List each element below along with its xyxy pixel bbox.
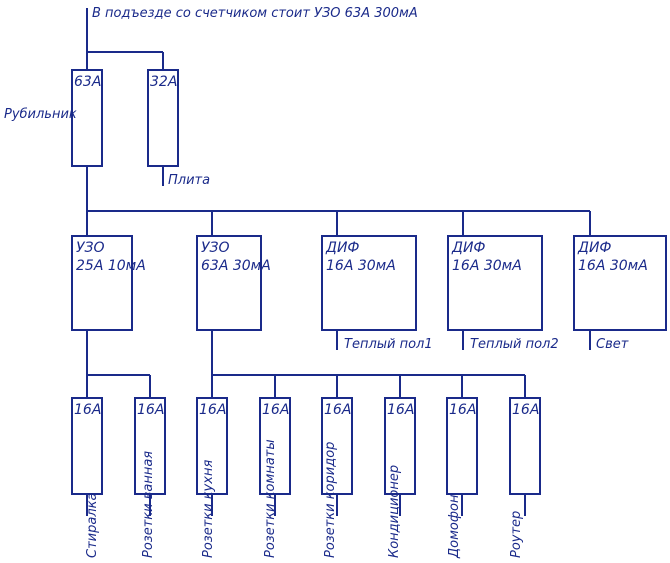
branch-breaker: 16А Стиралка <box>71 397 103 558</box>
branch-breaker-rating: 16А <box>512 402 539 418</box>
branch-breaker-rating: 16А <box>262 402 289 418</box>
rcd-2-line1: УЗО <box>201 240 230 256</box>
main-switch-side-label: Рубильник <box>4 107 77 122</box>
dif-3-line1: ДИФ <box>577 240 611 256</box>
branch-breaker: 16А Роутер <box>509 397 541 558</box>
branch-breaker: 16А Розетки кухня <box>196 397 228 558</box>
stove-load-label: Плита <box>168 173 210 188</box>
dif-3-load-label: Свет <box>596 337 629 352</box>
branch-breaker-load-label: Кондиционер <box>387 465 402 558</box>
header-note: В подъезде со счетчиком стоит УЗО 63А 30… <box>92 6 418 21</box>
branch-breaker-load-label: Розетки коридор <box>323 442 338 558</box>
stove-breaker-rating: 32А <box>150 74 177 90</box>
dif-3-box <box>573 235 667 331</box>
branch-breaker: 16А Домофон <box>446 397 478 559</box>
dif-2-load-label: Теплый пол2 <box>470 337 559 352</box>
branch-breaker-load-label: Розетки комнаты <box>263 439 278 558</box>
branch-breaker-load-label: Домофон <box>447 494 462 559</box>
dif-2-box <box>447 235 543 331</box>
dif-1-load-label: Теплый пол1 <box>344 337 433 352</box>
dif-2-line1: ДИФ <box>451 240 485 256</box>
rcd-2-line2: 63А 30мА <box>201 258 271 274</box>
branch-breaker: 16А Розетки коридор <box>321 397 353 558</box>
branch-breaker-load-label: Розетки кухня <box>201 460 216 558</box>
dif-1-line2: 16А 30мА <box>326 258 396 274</box>
branch-breaker-rating: 16А <box>199 402 226 418</box>
branch-breaker-rating: 16А <box>137 402 164 418</box>
dif-2-line2: 16А 30мА <box>452 258 522 274</box>
branch-breaker-rating: 16А <box>387 402 414 418</box>
branch-breaker-load-label: Стиралка <box>85 493 100 558</box>
rcd-2-box <box>196 235 262 331</box>
branch-breaker: 16А Кондиционер <box>384 397 416 558</box>
rcd-1-box <box>71 235 133 331</box>
rcd-1-line1: УЗО <box>76 240 105 256</box>
branch-breaker-load-label: Роутер <box>509 511 524 558</box>
branch-breaker-rating: 16А <box>449 402 476 418</box>
main-switch-rating: 63А <box>74 74 101 90</box>
branch-breaker-rating: 16А <box>74 402 101 418</box>
rcd-1-line2: 25А 10мА <box>76 258 146 274</box>
dif-1-line1: ДИФ <box>325 240 359 256</box>
branch-breaker-load-label: Розетки ванная <box>141 451 156 558</box>
branch-breaker-rating: 16А <box>324 402 351 418</box>
dif-3-line2: 16А 30мА <box>578 258 648 274</box>
dif-1-box <box>321 235 417 331</box>
branch-breaker: 16А Розетки ванная <box>134 397 166 558</box>
branch-breaker: 16А Розетки комнаты <box>259 397 291 558</box>
